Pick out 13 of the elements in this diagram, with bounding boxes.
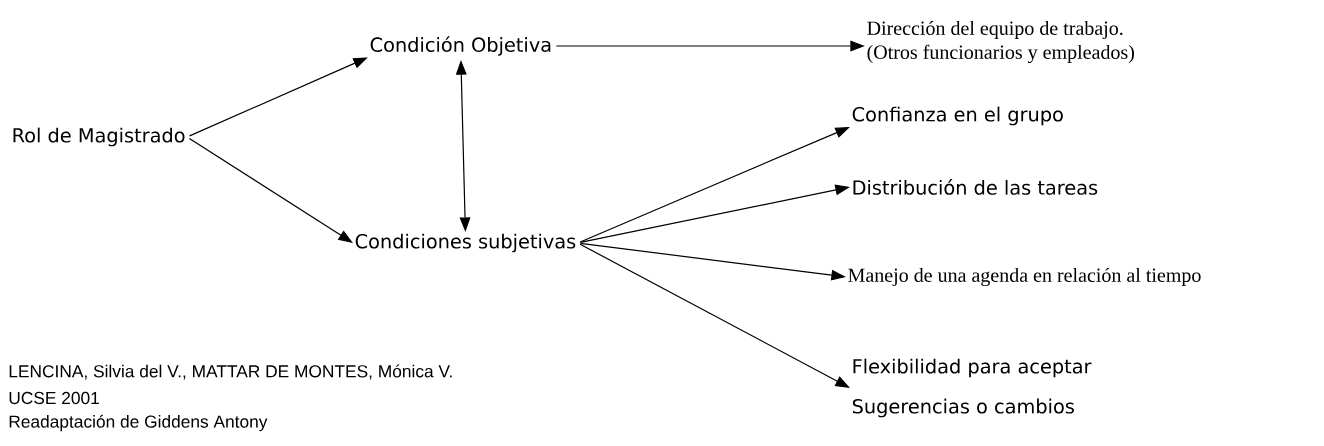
citation-text: Readaptación de Giddens Antony bbox=[9, 414, 268, 432]
text-label: Confianza en el grupo bbox=[852, 106, 1063, 126]
arrow bbox=[579, 243, 850, 388]
citation-text: UCSE 2001 bbox=[9, 391, 99, 405]
arrow bbox=[188, 137, 353, 243]
citation-text: LENCINA, Silvia del V., MATTAR DE MONTES, Mónica V. bbox=[9, 364, 452, 380]
text-label: Condición Objetiva bbox=[370, 36, 551, 56]
text-label: Manejo de una agenda en relación al tiempo bbox=[848, 267, 1201, 287]
text-label: Dirección del equipo de trabajo. (Otros funcionarios y empleados) bbox=[867, 20, 1134, 64]
text-label: Distribución de las tareas bbox=[853, 179, 1098, 195]
text-label: Condiciones subjetivas bbox=[355, 233, 576, 253]
text-label: Flexibilidad para aceptar Sugerencias o cambios bbox=[852, 358, 1092, 418]
text-label: Rol de Magistrado bbox=[13, 127, 185, 147]
